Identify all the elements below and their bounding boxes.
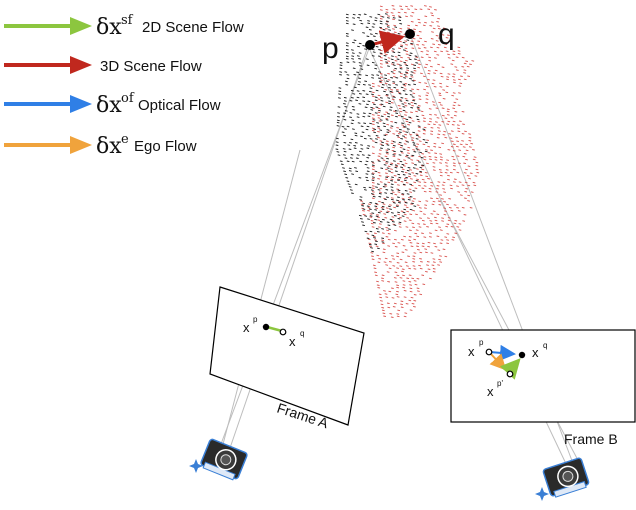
frame-b-xpp-label: x	[487, 384, 494, 399]
arrow-3d-scene-flow	[369, 30, 405, 54]
camera-a	[200, 438, 248, 481]
legend-arrowhead-green	[70, 17, 92, 35]
frame-b-xpp-sup: p'	[497, 379, 503, 388]
frame-b-xp-dot	[485, 348, 493, 356]
legend-arrowhead-orange	[70, 136, 92, 154]
frame-b-title: Frame B	[564, 431, 618, 447]
legend-symbol: δx	[96, 93, 122, 118]
frame-a-2d-scene-flow-arrow	[266, 325, 283, 333]
frame-b-xq-dot	[518, 351, 526, 359]
legend-item-2d-scene-flow: δx sf 2D Scene Flow	[4, 13, 244, 40]
frame-a-xq-sup: q	[300, 329, 304, 338]
frame-b-optical-flow-arrow	[489, 344, 516, 361]
frame-b: x p x q x p' Frame B	[450, 329, 636, 447]
legend-item-optical-flow: δx of Optical Flow	[4, 91, 221, 118]
legend-superscript: sf	[121, 13, 134, 28]
frame-b-image-plane	[450, 329, 636, 423]
legend-label: 2D Scene Flow	[142, 19, 244, 36]
frame-a: x p x q Frame A	[209, 286, 365, 431]
frame-a-xq-label: x	[289, 334, 296, 349]
point-q-label: q	[438, 18, 455, 51]
frame-a-xp-dot	[262, 323, 270, 331]
frame-b-xq-label: x	[532, 345, 539, 360]
point-cloud-frame-a	[335, 13, 428, 253]
camera-b-sparkle-icon	[535, 487, 549, 501]
frame-b-xp-sup: p	[479, 338, 484, 347]
frame-a-xp-sup: p	[253, 315, 258, 324]
legend-label: 3D Scene Flow	[100, 58, 202, 75]
ray-a-left	[221, 149, 301, 449]
legend-label: Optical Flow	[138, 97, 221, 114]
camera-a-sparkle-icon	[189, 459, 203, 473]
frame-b-xpp-dot	[506, 370, 514, 378]
legend-superscript: e	[121, 132, 129, 147]
frame-b-xq-sup: q	[543, 341, 547, 350]
frame-b-2d-scene-flow-arrow	[499, 358, 521, 380]
legend-item-3d-scene-flow: 3D Scene Flow	[4, 56, 202, 75]
frame-a-image-plane	[209, 286, 365, 426]
point-p	[365, 40, 375, 50]
legend-symbol: δx	[96, 15, 122, 40]
scene-points: p q	[322, 18, 455, 65]
legend-arrowhead-red	[70, 56, 92, 74]
legend-superscript: of	[121, 91, 135, 106]
point-cloud-frame-b	[360, 5, 480, 318]
legend-symbol: δx	[96, 134, 122, 159]
legend-arrowhead-blue	[70, 95, 92, 113]
camera-b	[542, 457, 590, 498]
frame-a-xp-label: x	[243, 320, 250, 335]
point-p-label: p	[322, 32, 339, 65]
legend-item-ego-flow: δx e Ego Flow	[4, 132, 197, 159]
legend-label: Ego Flow	[134, 138, 197, 155]
legend: δx sf 2D Scene Flow 3D Scene Flow δx of …	[4, 13, 244, 159]
frame-b-xp-label: x	[468, 344, 475, 359]
point-q	[405, 29, 415, 39]
frame-a-xq-dot	[279, 328, 287, 336]
